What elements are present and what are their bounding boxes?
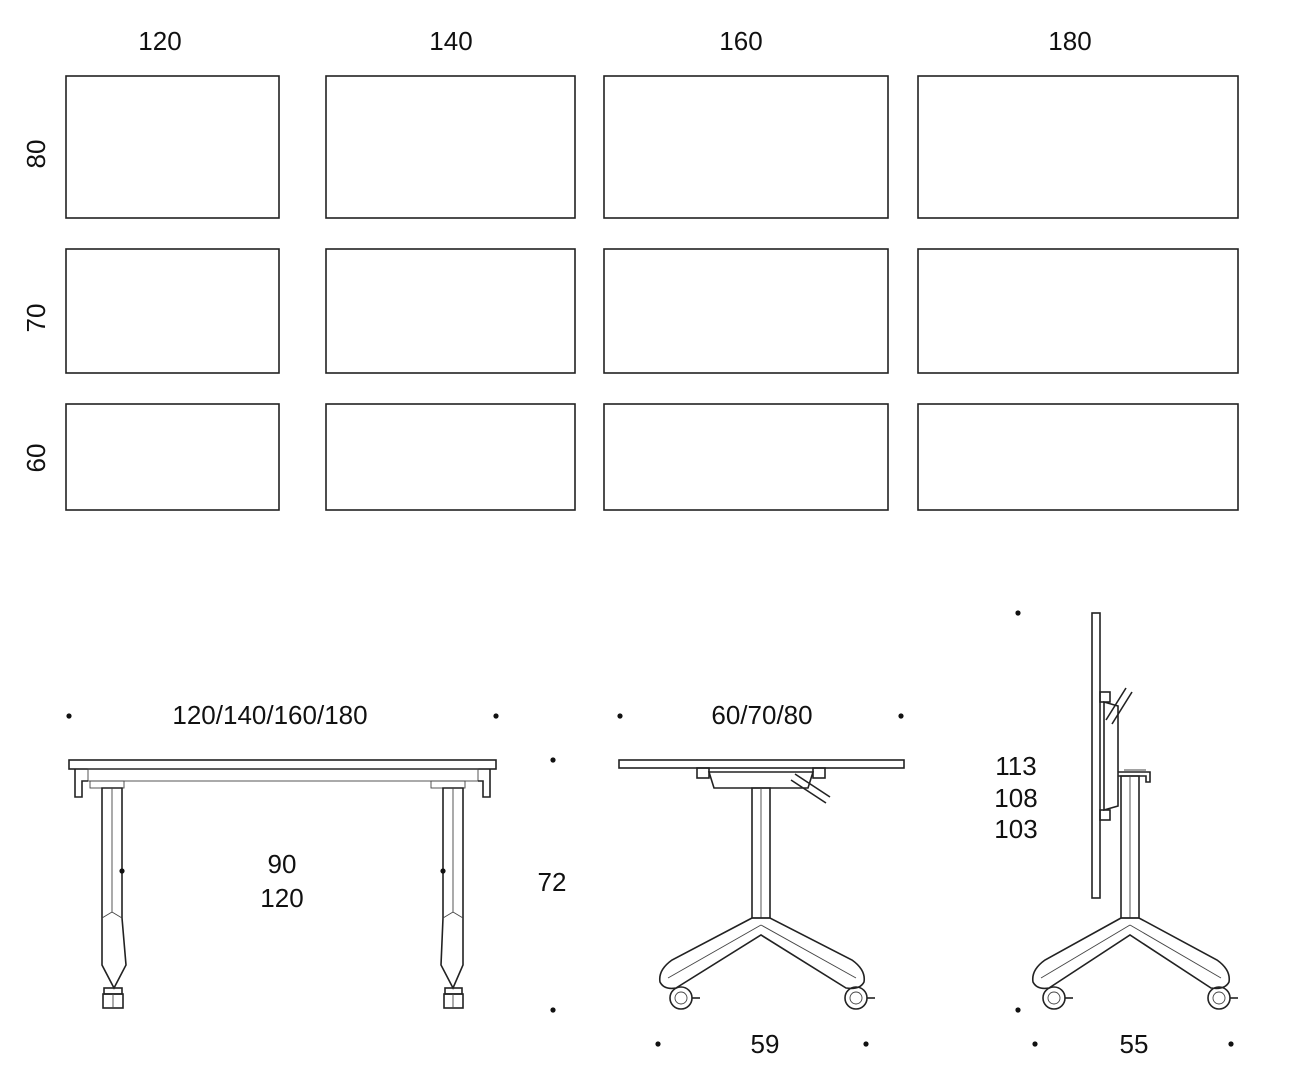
depth-label-60: 60 xyxy=(21,444,51,473)
folded-release-lever xyxy=(1105,687,1127,721)
dimension-dot xyxy=(1032,1041,1038,1047)
caster-left xyxy=(1042,986,1066,1010)
side-depth-label: 60/70/80 xyxy=(711,700,812,730)
folded-base-label: 55 xyxy=(1120,1029,1149,1059)
caster-right xyxy=(1207,986,1231,1010)
side-base-label: 59 xyxy=(751,1029,780,1059)
folded-base xyxy=(1031,917,1231,990)
side-mechanism xyxy=(707,771,815,789)
front-clip-right xyxy=(478,769,491,798)
dimension-dot xyxy=(1228,1041,1234,1047)
folded-height-label-113: 113 xyxy=(995,751,1036,781)
folded-tabletop xyxy=(1091,612,1101,899)
dimension-dot xyxy=(655,1041,661,1047)
dimension-dot xyxy=(66,713,72,719)
dimension-dot xyxy=(1015,1007,1021,1013)
front-bracket-right xyxy=(430,780,466,789)
width-label-180: 180 xyxy=(1048,26,1091,56)
folded-height-label-103: 103 xyxy=(994,814,1037,844)
dimension-dot xyxy=(863,1041,869,1047)
tabletop-140x80 xyxy=(325,75,576,219)
leg-spacing-label-120: 120 xyxy=(260,883,303,913)
dimension-dot xyxy=(550,1007,556,1013)
folded-height-label-108: 108 xyxy=(994,783,1037,813)
tabletop-160x70 xyxy=(603,248,889,374)
front-width-label: 120/140/160/180 xyxy=(172,700,367,730)
height-label-72: 72 xyxy=(538,867,567,897)
leg-spacing-label-90: 90 xyxy=(268,849,297,879)
folded-view: 113 108 103 55 xyxy=(994,610,1238,1059)
tabletop-160x80 xyxy=(603,75,889,219)
side-view: 60/70/80 59 xyxy=(617,700,905,1059)
width-label-120: 120 xyxy=(138,26,181,56)
caster-left xyxy=(669,986,693,1010)
front-leg-right xyxy=(440,787,464,1009)
front-tabletop xyxy=(68,759,497,770)
tabletop-160x60 xyxy=(603,403,889,511)
dimension-dot xyxy=(440,868,446,874)
front-clip-left xyxy=(74,769,88,798)
dimension-dot xyxy=(119,868,125,874)
front-view: 120/140/160/180 90 120 xyxy=(66,700,566,1013)
dimension-dot xyxy=(1015,610,1021,616)
depth-label-80: 80 xyxy=(21,140,51,169)
folded-mechanism xyxy=(1103,700,1119,812)
caster-right xyxy=(844,986,868,1010)
dimension-dot xyxy=(550,757,556,763)
front-bracket-left xyxy=(89,780,125,789)
tabletop-180x80 xyxy=(917,75,1239,219)
width-label-140: 140 xyxy=(429,26,472,56)
front-leg-left xyxy=(101,787,127,1009)
dimension-dot xyxy=(493,713,499,719)
side-release-lever xyxy=(794,773,831,798)
side-base xyxy=(658,917,866,990)
tabletop-120x80 xyxy=(65,75,280,219)
tabletop-120x70 xyxy=(65,248,280,374)
dimension-dot xyxy=(898,713,904,719)
side-tabletop xyxy=(618,759,905,769)
width-label-160: 160 xyxy=(719,26,762,56)
dimension-dot xyxy=(617,713,623,719)
tabletop-140x60 xyxy=(325,403,576,511)
tabletop-180x60 xyxy=(917,403,1239,511)
depth-label-70: 70 xyxy=(21,304,51,333)
tabletop-180x70 xyxy=(917,248,1239,374)
front-frame xyxy=(87,768,479,782)
folded-latch xyxy=(1118,771,1151,783)
tabletop-120x60 xyxy=(65,403,280,511)
tabletop-140x70 xyxy=(325,248,576,374)
